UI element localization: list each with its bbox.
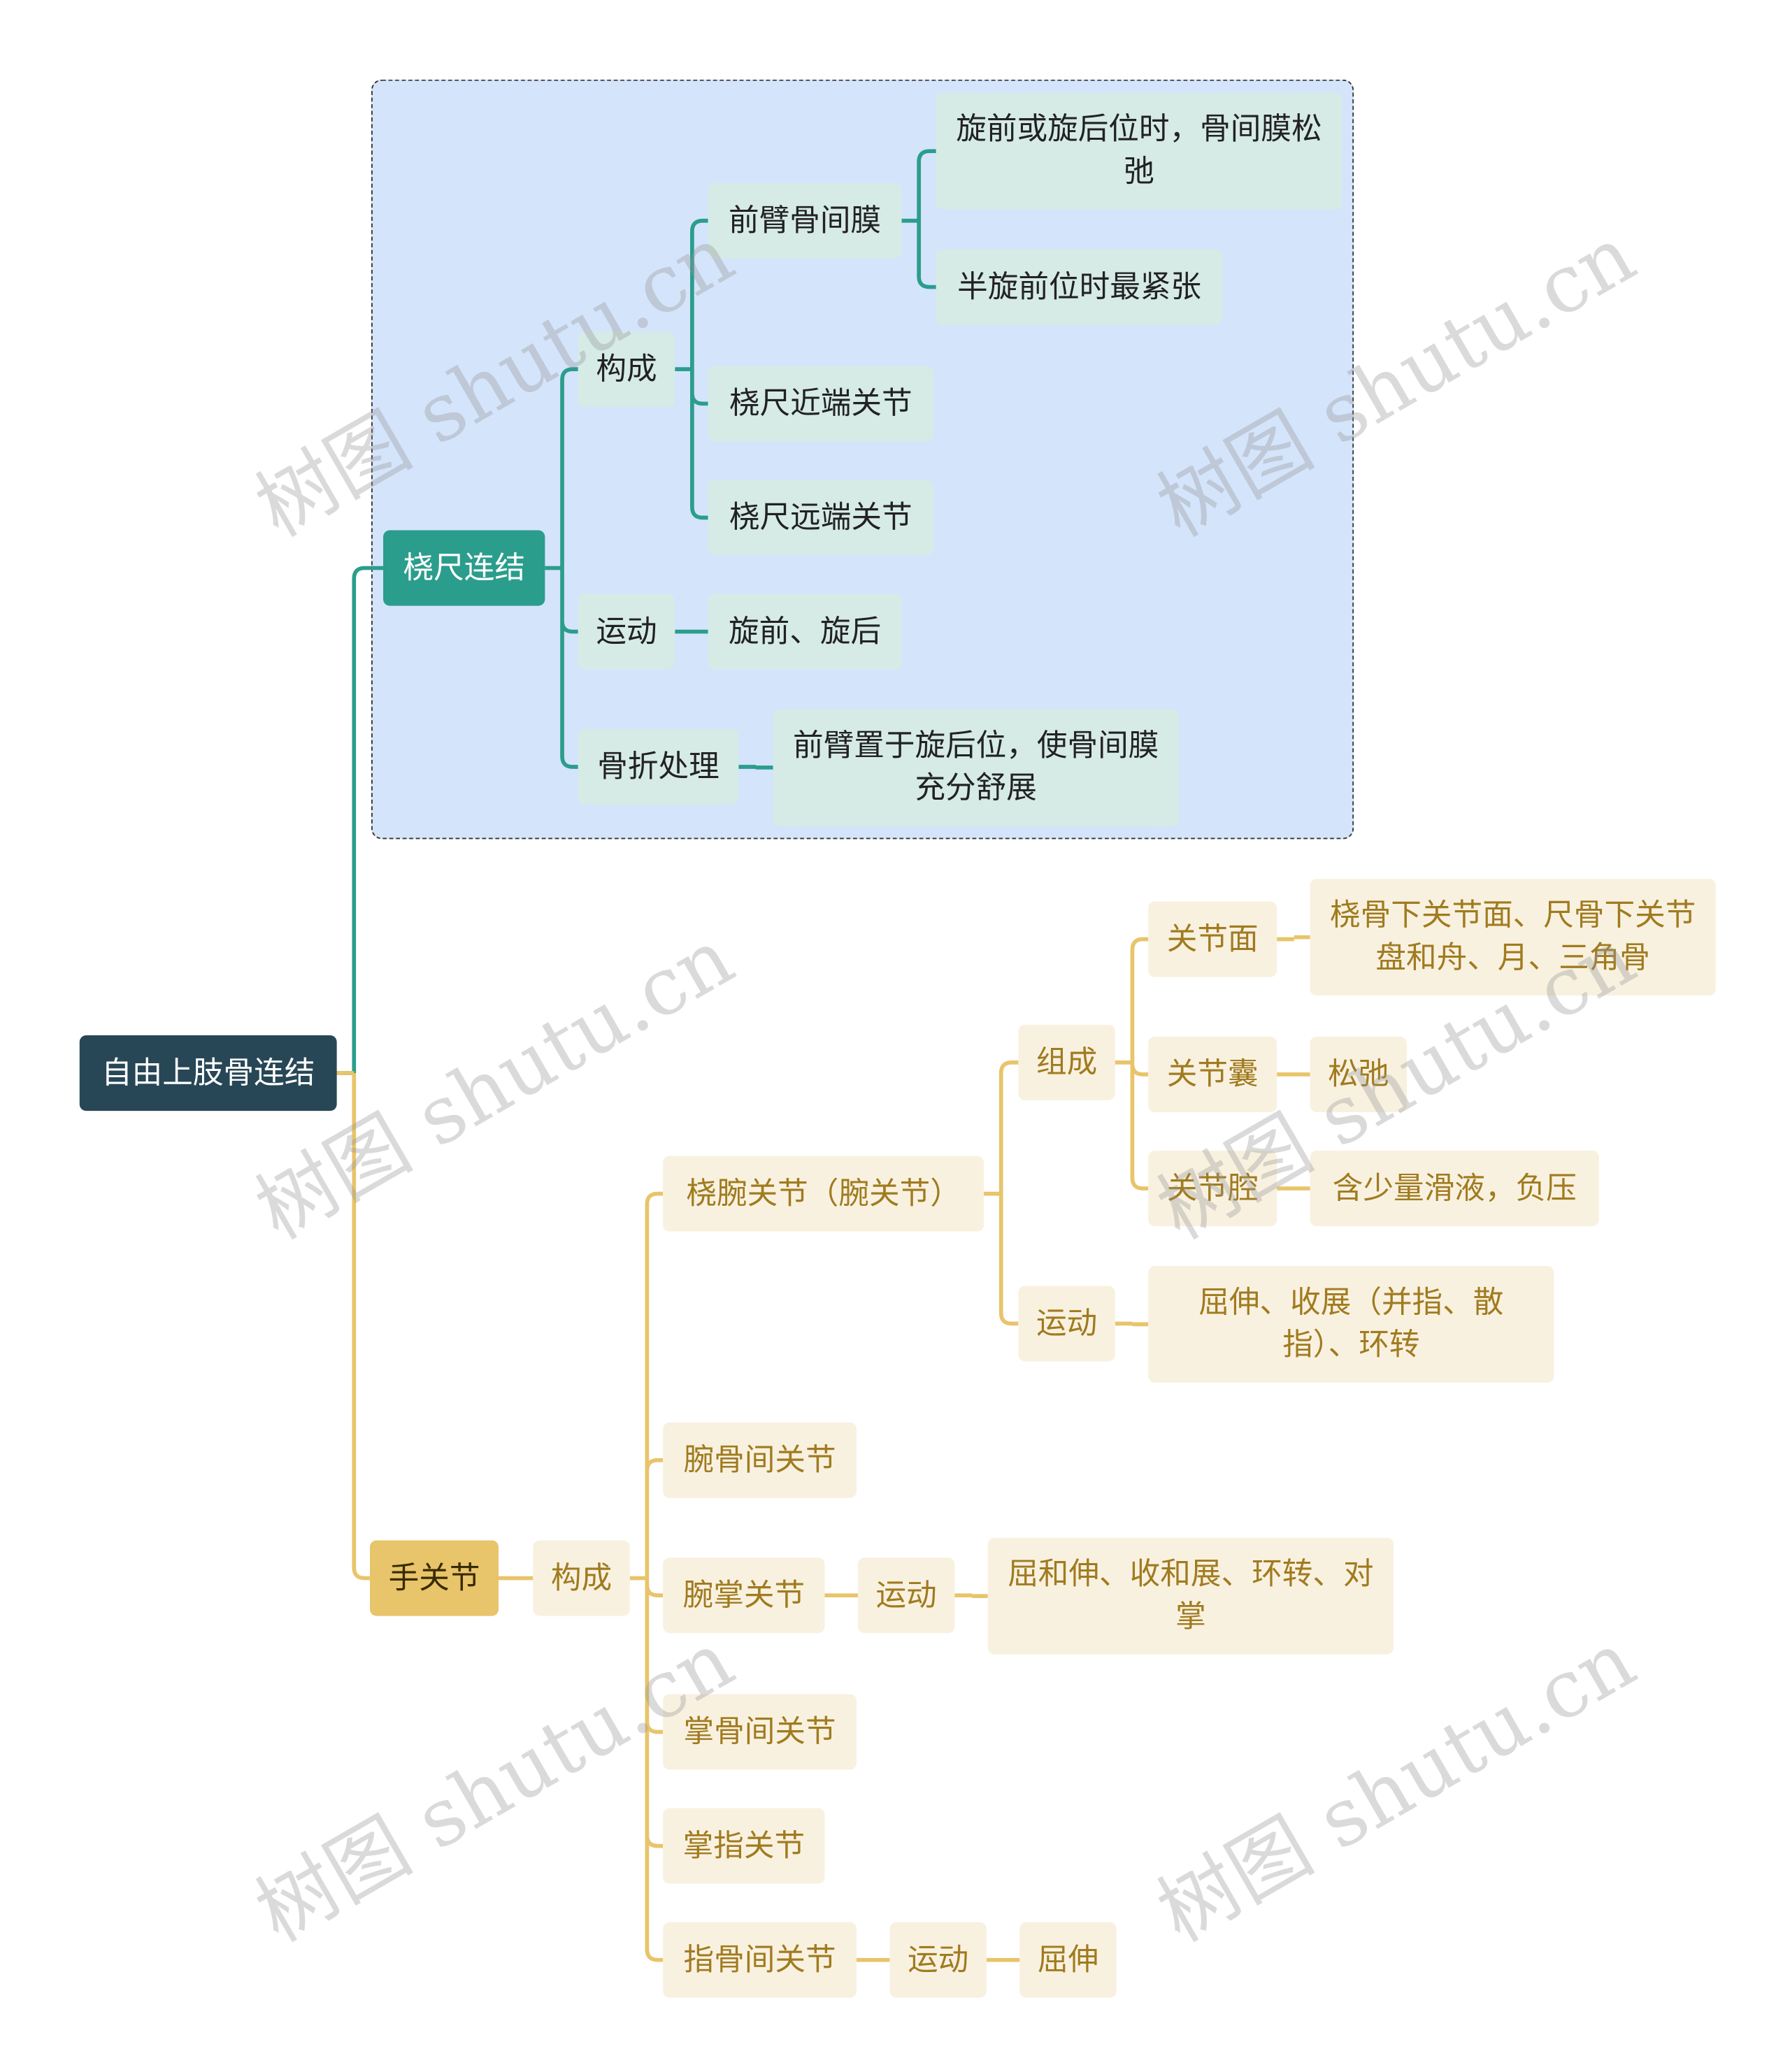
- node-radioulnar[interactable]: 桡尺连结: [383, 530, 545, 606]
- node-membrane-slack[interactable]: 旋前或旋后位时，骨间膜松弛: [936, 92, 1342, 210]
- node-distal-radioulnar-joint[interactable]: 桡尺远端关节: [708, 480, 933, 556]
- node-radiocarpal-parts[interactable]: 组成: [1018, 1024, 1115, 1100]
- node-membrane-tight[interactable]: 半旋前位时最紧张: [936, 249, 1223, 325]
- node-joint-capsule[interactable]: 关节囊: [1148, 1036, 1277, 1112]
- node-fracture-treatment-value[interactable]: 前臂置于旋后位，使骨间膜充分舒展: [773, 709, 1179, 826]
- node-joint-cavity[interactable]: 关节腔: [1148, 1150, 1277, 1227]
- node-radioulnar-composition[interactable]: 构成: [578, 331, 675, 408]
- node-intercarpal-joint[interactable]: 腕骨间关节: [663, 1422, 857, 1498]
- node-carpometacarpal-movement-value[interactable]: 屈和伸、收和展、环转、对掌: [987, 1537, 1394, 1655]
- connector: [1277, 935, 1310, 942]
- node-hand-joints[interactable]: 手关节: [370, 1540, 499, 1616]
- node-metacarpophalangeal-joint[interactable]: 掌指关节: [663, 1808, 825, 1884]
- connector: [954, 1593, 988, 1598]
- node-articular-surface-value[interactable]: 桡骨下关节面、尺骨下关节盘和舟、月、三角骨: [1310, 879, 1716, 996]
- node-interosseous-membrane[interactable]: 前臂骨间膜: [708, 182, 902, 259]
- node-joint-cavity-value[interactable]: 含少量滑液，负压: [1310, 1150, 1599, 1227]
- connector: [629, 1191, 664, 1962]
- node-radioulnar-movement[interactable]: 运动: [578, 593, 675, 670]
- node-joint-capsule-value[interactable]: 松弛: [1310, 1036, 1407, 1112]
- node-proximal-radioulnar-joint[interactable]: 桡尺近端关节: [708, 366, 933, 442]
- connector: [738, 765, 773, 770]
- connector: [1115, 937, 1149, 1190]
- connector: [1115, 1321, 1149, 1327]
- node-radiocarpal-movement-value[interactable]: 屈伸、收展（并指、散指）、环转: [1148, 1265, 1554, 1383]
- connector: [675, 218, 708, 520]
- node-hand-composition[interactable]: 构成: [533, 1540, 630, 1616]
- node-radiocarpal-movement[interactable]: 运动: [1018, 1286, 1115, 1362]
- node-fracture-treatment[interactable]: 骨折处理: [578, 728, 739, 805]
- root-node[interactable]: 自由上肢骨连结: [79, 1035, 337, 1111]
- node-articular-surface[interactable]: 关节面: [1148, 901, 1277, 977]
- node-interphalangeal-movement-value[interactable]: 屈伸: [1019, 1922, 1117, 1998]
- node-carpometacarpal-joint[interactable]: 腕掌关节: [663, 1557, 825, 1634]
- node-intermetacarpal-joint[interactable]: 掌骨间关节: [663, 1694, 857, 1770]
- connector: [336, 566, 384, 1075]
- connector: [336, 1071, 371, 1581]
- connector: [984, 1060, 1019, 1326]
- connector: [545, 367, 578, 769]
- node-interphalangeal-movement[interactable]: 运动: [889, 1922, 987, 1998]
- connector: [901, 149, 936, 289]
- node-radiocarpal-joint[interactable]: 桡腕关节（腕关节）: [663, 1156, 984, 1232]
- node-interphalangeal-joint[interactable]: 指骨间关节: [663, 1922, 857, 1998]
- node-pronation-supination[interactable]: 旋前、旋后: [708, 593, 902, 670]
- node-carpometacarpal-movement[interactable]: 运动: [857, 1557, 955, 1634]
